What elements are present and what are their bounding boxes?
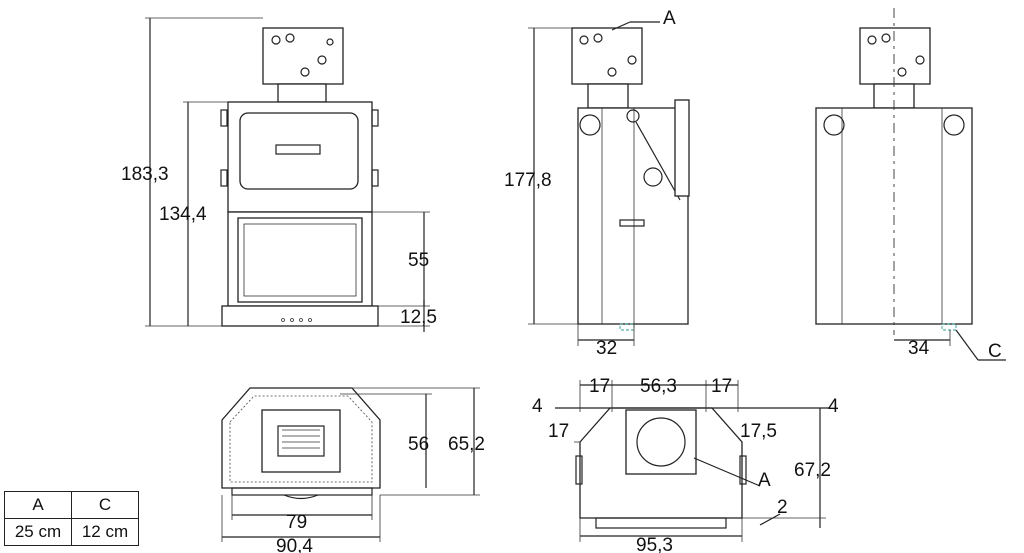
dim-top-inner-width: 79 — [286, 512, 307, 533]
dim-bottom-edge: 2 — [777, 497, 788, 518]
brand-logo — [275, 144, 321, 155]
flue-collar-front — [262, 27, 344, 85]
dim-door-height: 55 — [408, 250, 429, 271]
dim-front-total-height: 183,3 — [121, 164, 169, 185]
legend-value-c: 12 cm — [71, 518, 139, 546]
dim-bottom-width: 95,3 — [636, 535, 673, 553]
dim-bottom-inner-17: 17 — [548, 421, 569, 442]
dim-bottom-right-17-5: 17,5 — [740, 421, 777, 442]
dim-top-outer-depth: 65,2 — [448, 434, 485, 455]
legend-header-c: C — [71, 491, 139, 519]
base-front — [221, 305, 379, 327]
label-inlet-back: C — [988, 341, 1002, 362]
bottom-view — [555, 380, 830, 542]
legend-header-a: A — [4, 491, 72, 519]
dim-base-height: 12,5 — [400, 307, 437, 328]
dim-top-inner-depth: 56 — [408, 434, 429, 455]
dim-bottom-depth: 67,2 — [794, 460, 831, 481]
dim-bottom-left-4: 4 — [532, 396, 543, 417]
side-body — [577, 107, 689, 325]
dim-bottom-left-17: 17 — [589, 376, 610, 397]
front-view — [145, 17, 430, 332]
legend-value-a: 25 cm — [4, 518, 72, 546]
dim-bottom-right-17: 17 — [711, 376, 732, 397]
dim-side-height: 177,8 — [504, 170, 552, 191]
dim-top-outer-width: 90,4 — [276, 536, 313, 553]
label-flue-bottom: A — [758, 470, 771, 491]
legend-table: A C 25 cm 12 cm — [4, 491, 139, 546]
dim-back-offset: 34 — [908, 338, 930, 359]
dim-side-depth: 32 — [596, 338, 617, 359]
dim-front-body-height: 134,4 — [159, 204, 207, 225]
dim-bottom-center-width: 56,3 — [640, 376, 677, 397]
label-flue-side: A — [663, 8, 676, 29]
dim-bottom-right-4: 4 — [828, 396, 839, 417]
back-view — [815, 8, 1006, 361]
side-view — [528, 21, 690, 346]
top-view — [221, 387, 480, 542]
